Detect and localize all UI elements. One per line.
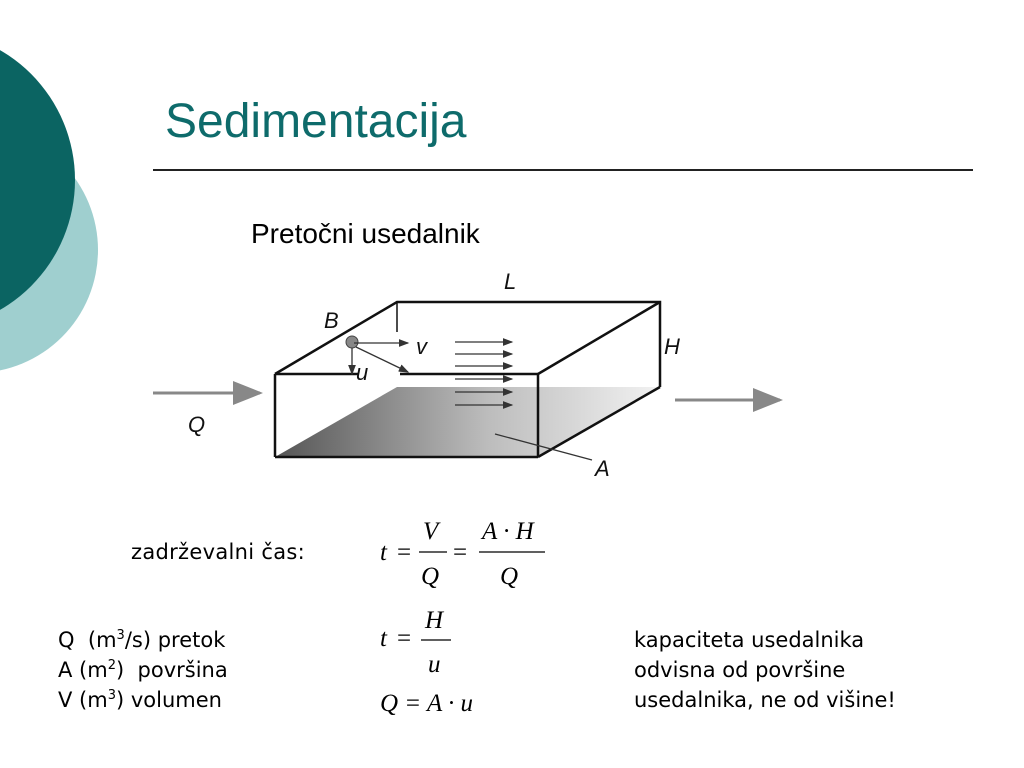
label-v: v (416, 334, 429, 359)
eq2-equals: = (397, 625, 411, 652)
eq1-frac2-num: A · H (480, 518, 536, 545)
label-Q: Q (188, 412, 205, 437)
tank-outline (273, 300, 662, 459)
legend-row-Q: Q (m3/s) pretok (58, 628, 226, 652)
units-legend: Q (m3/s) pretok A (m2) površina V (m3) v… (58, 625, 228, 715)
subtitle: Pretočni usedalnik (251, 218, 480, 249)
label-H: H (664, 334, 680, 359)
label-B: B (324, 308, 339, 333)
equation-settling-time: t = H u (380, 607, 451, 678)
title-divider (153, 169, 973, 171)
tank-floor (275, 387, 660, 457)
note-line-2: odvisna od površine (634, 658, 846, 682)
eq1-equals: = (397, 539, 411, 566)
label-u: u (356, 360, 368, 385)
equation-flow-rate: Q = A · u (380, 690, 474, 717)
dark-teal-circle (0, 50, 75, 310)
eq2-num: H (424, 607, 445, 634)
velocity-vectors (348, 339, 410, 376)
note-line-3: usedalnika, ne od višine! (634, 688, 896, 712)
equation-detention-time: t = V Q = A · H Q (380, 518, 545, 590)
note-line-1: kapaciteta usedalnika (634, 628, 865, 652)
eq2-den: u (428, 651, 441, 678)
decorative-circles (0, 50, 98, 371)
page-title: Sedimentacija (165, 95, 467, 148)
capacity-note: kapaciteta usedalnika odvisna od površin… (634, 625, 896, 715)
eq1-frac2-den: Q (500, 563, 518, 590)
sedimentation-tank-diagram: L B v u H Q A (153, 269, 783, 481)
eq1-lhs: t (380, 539, 388, 566)
detention-time-label: zadrževalni čas: (131, 540, 305, 564)
eq1-frac1-num: V (423, 518, 441, 545)
particle-dot (345, 335, 359, 349)
label-L: L (504, 269, 516, 294)
area-leader-line (494, 433, 593, 461)
eq1-frac1-den: Q (421, 563, 439, 590)
legend-row-A: A (m2) površina (58, 658, 228, 682)
eq2-lhs: t (380, 625, 388, 652)
eq1-equals2: = (453, 539, 467, 566)
label-A: A (593, 456, 610, 481)
flow-arrows (455, 338, 514, 409)
legend-row-V: V (m3) volumen (58, 688, 222, 712)
